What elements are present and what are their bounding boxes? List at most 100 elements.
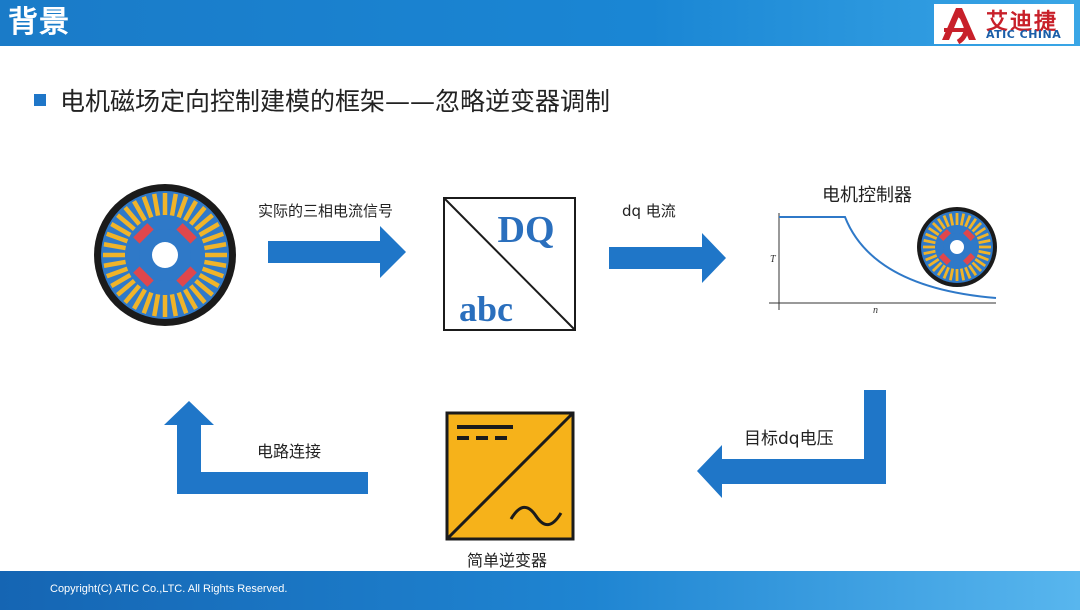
stator-coil [169,294,178,317]
logo-chinese-text: 艾迪捷 [986,10,1059,35]
stator-coil [931,221,943,233]
stator-coil [964,266,972,279]
transform-dq-label: DQ [498,209,555,251]
rotor-magnet [963,228,976,241]
rotor-magnet [176,223,197,244]
header-bar: 背景 艾迪捷 ATIC CHINA [0,0,1080,46]
stator-coil [931,261,943,273]
stator-coil [132,288,147,310]
stator-coil [103,259,126,268]
rotor-magnet [176,266,197,287]
stator-coil [116,213,136,232]
bullet-square-icon [34,94,46,106]
stator-coil [971,261,983,273]
bullet-heading: 电机磁场定向控制建模的框架——忽略逆变器调制 [34,82,610,118]
stator-coil [959,213,966,226]
label-motor-controller: 电机控制器 [822,185,912,206]
logo-english-text: ATIC CHINA [986,28,1062,41]
stator-coil [176,195,189,219]
small-motor-icon [917,207,997,287]
stator-coil [183,200,198,222]
stator-coil [105,231,129,244]
stator-coil [959,268,966,281]
footer-bar: Copyright(C) ATIC Co.,LTC. All Rights Re… [0,571,1080,610]
stator-coil [198,273,220,288]
dq-abc-transform-block: DQ abc [443,197,576,331]
stator-coil [927,226,940,236]
stator-coil [955,269,959,281]
stator-coil [123,206,142,226]
stator-coil [974,226,987,236]
stator-coil [925,254,938,262]
stator-coil [968,264,978,277]
stator-coil [201,231,225,244]
stator-coil [923,245,935,249]
stator-coil [978,238,991,245]
stator-coil [978,249,991,256]
arrow-circuit-connection [164,401,368,494]
logo-mark-icon [942,8,976,44]
arrow-right-2 [609,233,726,283]
transform-abc-label: abc [459,289,513,329]
stator-coil [942,215,950,228]
stator-coil [974,258,987,268]
footer-copyright: Copyright(C) ATIC Co.,LTC. All Rights Re… [50,583,288,595]
stator-coil [976,254,989,262]
stator-coil [116,278,136,297]
stator-coil [979,245,991,249]
stator-coil [204,242,227,251]
stator-coil [948,268,955,281]
label-target-dq-voltage: 目标dq电压 [744,429,834,449]
torque-speed-chart: T n [769,213,997,316]
stator-coil [968,217,978,230]
stator-coil [103,252,125,258]
stator-coil [925,232,938,240]
stator-coil [948,213,955,226]
motor-cross-section-icon [94,184,236,326]
rotor-magnet [133,266,154,287]
stator-coil [152,193,161,216]
bullet-text: 电机磁场定向控制建模的框架——忽略逆变器调制 [60,87,611,116]
stator-coil [198,222,220,237]
stator-coil [110,273,132,288]
stator-coil [141,195,154,219]
stator-coil [955,213,959,225]
stator-coil [162,295,168,317]
stator-coil [194,278,214,297]
arrow-target-voltage [697,390,886,498]
stator-coil [176,291,189,315]
stator-coil [194,213,214,232]
chart-x-axis-label: n [873,305,878,316]
stator-coil [923,249,936,256]
arrow-right-1 [268,226,406,278]
stator-coil [976,232,989,240]
stator-coil [110,222,132,237]
inverter-block [445,411,575,541]
stator-coil [942,266,950,279]
stator-coil [169,193,178,216]
rotor-magnet [938,228,951,241]
page-title: 背景 [8,5,70,40]
company-logo: 艾迪捷 ATIC CHINA [934,4,1074,44]
stator-coil [936,217,946,230]
stator-coil [152,294,161,317]
label-circuit-connection: 电路连接 [257,442,322,461]
stator-coil [123,284,142,304]
stator-coil [205,252,227,258]
stator-coil [971,221,983,233]
stator-coil [103,242,126,251]
stator-coil [183,288,198,310]
stator-coil [141,291,154,315]
stator-coil [923,238,936,245]
stator-coil [188,284,207,304]
label-simple-inverter: 简单逆变器 [467,551,548,570]
stator-coil [162,193,168,215]
stator-coil [188,206,207,226]
stator-coil [132,200,147,222]
label-dq-current: dq 电流 [622,202,676,220]
stator-coil [105,266,129,279]
stator-coil [201,266,225,279]
chart-y-axis-label: T [770,254,777,265]
label-three-phase-current: 实际的三相电流信号 [258,202,394,220]
